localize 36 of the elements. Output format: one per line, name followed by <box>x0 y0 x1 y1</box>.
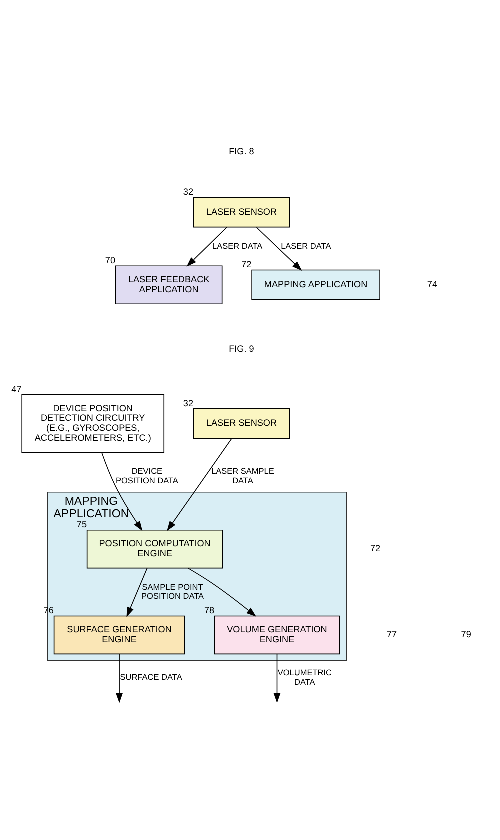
label: FIG. 8 <box>229 146 254 156</box>
edge-label: LASER SAMPLE DATA <box>212 467 274 486</box>
arrow <box>274 654 281 704</box>
node-label: 47 <box>12 384 22 394</box>
edge-label: SAMPLE POINT POSITION DATA <box>142 582 204 601</box>
arrow <box>102 452 143 532</box>
node-box: LASER SENSOR <box>193 197 290 228</box>
node-box: POSITION COMPUTATION ENGINE <box>86 530 224 569</box>
label: FIG. 9 <box>229 344 254 354</box>
node-label: 75 <box>76 520 88 530</box>
arrow <box>256 227 302 272</box>
node-label: 70 <box>105 255 116 266</box>
edge-label: LASER DATA <box>212 242 263 251</box>
node-box: DEVICE POSITION DETECTION CIRCUITRY (E.G., GYROSCOPES, ACCELEROMETERS, ETC.) <box>22 394 165 454</box>
node-box: MAPPING APPLICATION <box>252 270 380 300</box>
label: 74 <box>427 279 438 290</box>
node-box: SURFACE GENERATION ENGINE <box>54 616 186 655</box>
node-box: LASER FEEDBACK APPLICATION <box>115 266 223 305</box>
node-label: 78 <box>204 606 215 616</box>
node-label: 32 <box>183 398 194 408</box>
label: 77 <box>386 630 398 640</box>
arrow <box>188 568 256 617</box>
arrow <box>186 226 228 267</box>
node-label: 72 <box>370 544 381 554</box>
edge-label: LASER DATA <box>281 242 332 251</box>
node-label: 32 <box>183 186 194 197</box>
node-box: LASER SENSOR <box>193 408 290 440</box>
node-box: VOLUME GENERATION ENGINE <box>214 616 340 655</box>
edge-label: VOLUMETRIC DATA <box>278 668 332 687</box>
edge-label: SURFACE DATA <box>120 673 182 682</box>
label: 79 <box>461 630 472 640</box>
node-label: 72 <box>242 260 252 270</box>
arrow <box>126 568 148 618</box>
arrow <box>167 438 232 532</box>
edge-label: DEVICE POSITION DATA <box>116 467 178 486</box>
arrow <box>116 654 123 704</box>
